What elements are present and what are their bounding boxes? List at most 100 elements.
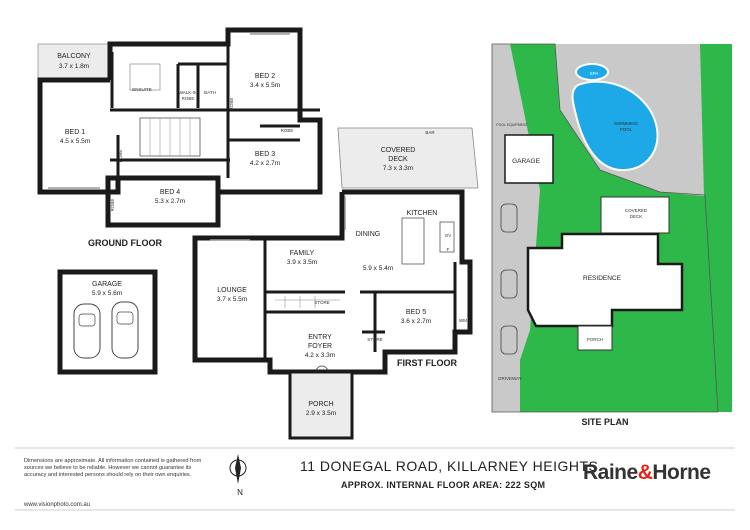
svg-text:4.2 x 3.3m: 4.2 x 3.3m [305, 352, 335, 359]
family-size: 3.9 x 3.5m [287, 259, 317, 266]
svg-text:3.7 x 1.8m: 3.7 x 1.8m [59, 63, 89, 70]
balcony-label: BALCONY [57, 53, 91, 60]
svg-text:KITCHEN: KITCHEN [407, 210, 438, 217]
robe4-label: ROBE [110, 199, 115, 212]
svg-text:5.9 x 5.4m: 5.9 x 5.4m [363, 265, 393, 272]
ground-floor-title: GROUND FLOOR [88, 238, 162, 248]
svg-text:GARAGE: GARAGE [512, 158, 540, 165]
svg-text:ROBE: ROBE [182, 96, 195, 101]
site-car-icon [500, 203, 518, 233]
windows-2 [210, 196, 346, 241]
balcony-size: 3.7 x 1.8m [59, 63, 89, 70]
garage-size: 5.9 x 5.6m [92, 290, 122, 297]
svg-text:SITE PLAN: SITE PLAN [581, 417, 628, 427]
svg-text:SWIMMING: SWIMMING [614, 121, 638, 126]
svg-text:ENSUITE: ENSUITE [132, 87, 152, 92]
floor-area: APPROX. INTERNAL FLOOR AREA: 222 SQM [341, 480, 546, 490]
driveway-label: DRIVEWAY [498, 376, 522, 381]
svg-text:DECK: DECK [388, 156, 408, 163]
kitchen-size: 5.9 x 5.4m [363, 265, 393, 272]
svg-text:2.9 x 3.5m: 2.9 x 3.5m [306, 410, 336, 417]
site-car-icon-3 [500, 325, 518, 355]
porch-label: PORCH [308, 401, 333, 408]
covered-deck-label-2: DECK [388, 156, 408, 163]
robe3-label: ROBE [118, 150, 123, 163]
bed2-label: BED 2 [255, 73, 275, 80]
svg-text:PORCH: PORCH [587, 337, 603, 342]
bar-label: BAR [425, 130, 435, 135]
bed3-label: BED 3 [255, 151, 275, 158]
brand-ampersand: & [637, 461, 653, 484]
family-label: FAMILY [290, 250, 315, 257]
svg-text:POOL EQUIPMENT: POOL EQUIPMENT [496, 123, 528, 127]
bed1-size: 4.5 x 5.5m [60, 138, 90, 145]
porch-area [288, 370, 354, 440]
svg-text:DECK: DECK [630, 214, 643, 219]
robe1-label: ROBE [281, 128, 294, 133]
svg-text:5.9 x 5.6m: 5.9 x 5.6m [92, 290, 122, 297]
svg-text:3.4 x 5.5m: 3.4 x 5.5m [250, 82, 280, 89]
site-deck-label: COVERED [625, 208, 648, 213]
svg-text:BED 4: BED 4 [160, 189, 180, 196]
svg-text:COVERED: COVERED [381, 147, 416, 154]
svg-text:5.3 x 2.7m: 5.3 x 2.7m [155, 198, 185, 205]
wm-label: WM [459, 318, 467, 323]
site-deck-label-2: DECK [630, 214, 643, 219]
driveway-area [492, 190, 540, 412]
svg-text:FOYER: FOYER [308, 343, 332, 350]
store2-label: STORE [367, 337, 382, 342]
website-url: www.visionphoto.com.au [24, 502, 91, 508]
svg-text:FIRST FLOOR: FIRST FLOOR [397, 358, 457, 368]
bed5-size: 3.6 x 2.7m [401, 318, 431, 325]
svg-text:PORCH: PORCH [308, 401, 333, 408]
site-deck-outline [600, 196, 670, 234]
bath-label: BATH [204, 90, 216, 95]
svg-text:BED 2: BED 2 [255, 73, 275, 80]
svg-text:7.3 x 3.3m: 7.3 x 3.3m [383, 165, 413, 172]
svg-text:BALCONY: BALCONY [57, 53, 91, 60]
first-outer-wall [192, 189, 473, 375]
svg-text:DRIVEWAY: DRIVEWAY [498, 376, 522, 381]
walkin-label-2: ROBE [182, 96, 195, 101]
brand-name-1: Raine [583, 461, 638, 484]
ground-outer-wall [37, 27, 323, 195]
oven-label: OV [445, 233, 452, 238]
bed4-wall [105, 175, 221, 228]
svg-text:DINING: DINING [356, 231, 381, 238]
entry-size: 4.2 x 3.3m [305, 352, 335, 359]
site-garage-label: GARAGE [512, 158, 540, 165]
svg-text:ROBE: ROBE [229, 98, 234, 111]
bed3-size: 4.2 x 2.7m [250, 160, 280, 167]
site-plan-title: SITE PLAN [581, 417, 628, 427]
brand-name-2: Horne [652, 461, 711, 484]
svg-text:3.6 x 2.7m: 3.6 x 2.7m [401, 318, 431, 325]
stair-treads [149, 118, 191, 156]
svg-text:ROBE: ROBE [118, 150, 123, 163]
svg-text:COVERED: COVERED [625, 208, 648, 213]
car-windscreen-icon-2 [116, 311, 134, 325]
boundary-line [491, 43, 719, 413]
walkin-label: WALK-IN [179, 90, 198, 95]
svg-text:ENTRY: ENTRY [308, 334, 332, 341]
covered-deck-size: 7.3 x 3.3m [383, 165, 413, 172]
bed4-size: 5.3 x 2.7m [155, 198, 185, 205]
covered-deck-label: COVERED [381, 147, 416, 154]
bed2-size: 3.4 x 5.5m [250, 82, 280, 89]
svg-text:BED 5: BED 5 [406, 309, 426, 316]
car-icon [73, 303, 101, 359]
front-door [315, 365, 329, 373]
dining-label: DINING [356, 231, 381, 238]
site-porch-outline [577, 325, 613, 351]
svg-text:BAR: BAR [425, 130, 435, 135]
pool-label-2: POOL [620, 127, 633, 132]
svg-text:GROUND FLOOR: GROUND FLOOR [88, 238, 162, 248]
svg-text:ROBE: ROBE [281, 128, 294, 133]
svg-text:N: N [237, 488, 243, 497]
ground-floor-plan: BALCONY 3.7 x 1.8m BED 1 4.5 x 5.5m ENSU… [37, 27, 323, 248]
covered-deck-area [337, 127, 479, 189]
ensuite-label: ENSUITE [132, 87, 152, 92]
site-plan: SPA SWIMMING POOL POOL EQUIPMENT GARAGE … [491, 43, 732, 427]
site-porch-label: PORCH [587, 337, 603, 342]
svg-text:WALK-IN: WALK-IN [179, 90, 198, 95]
